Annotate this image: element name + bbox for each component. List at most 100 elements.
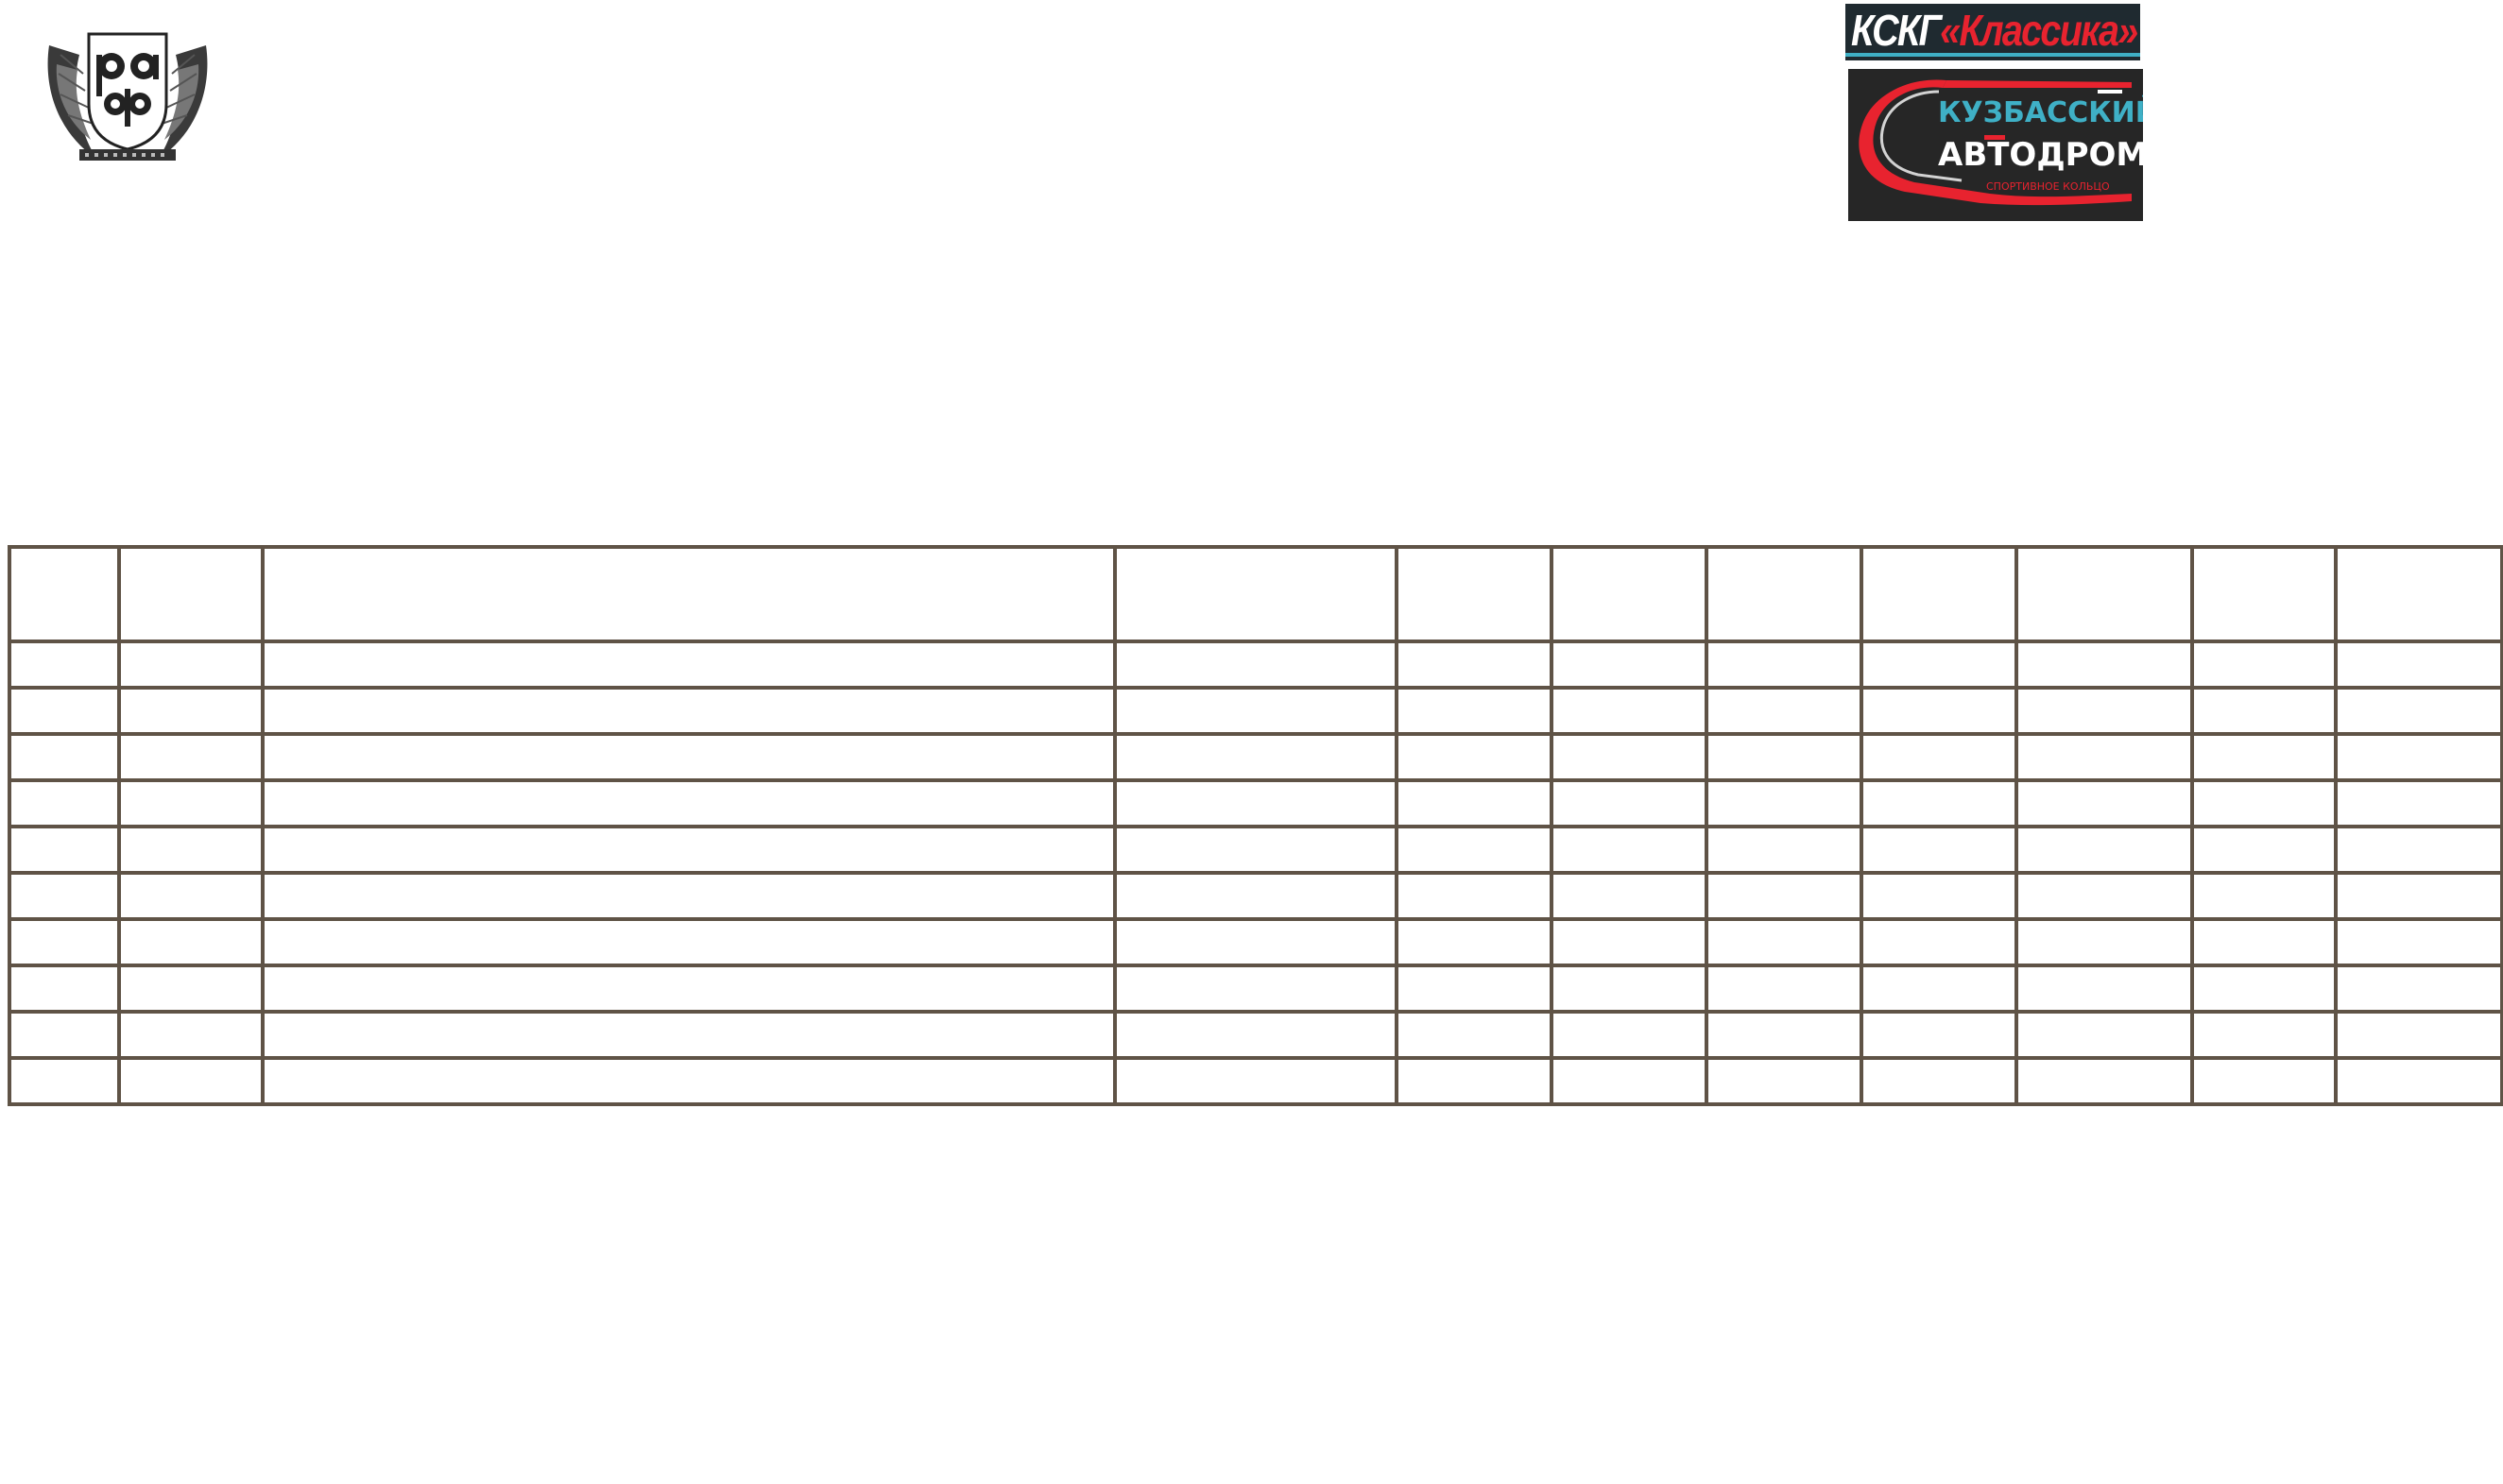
table-cell [1550,871,1708,921]
table-header-cell [2014,545,2194,643]
table-cell [2190,964,2338,1014]
table-cell [1550,778,1708,828]
table-header-cell [1705,545,1863,643]
table-cell [2190,917,2338,967]
table-cell [2190,1056,2338,1106]
table-cell [2334,825,2503,875]
table-cell [1395,964,1553,1014]
table-cell [1860,964,2018,1014]
table-cell [8,917,121,967]
table-cell [2190,732,2338,782]
table-cell [1860,871,2018,921]
table-row [8,1010,2503,1060]
kskg-name: «Классика» [1940,6,2138,55]
table-cell [261,871,1117,921]
kuzbass-avtodrom-logo: КУЗБАССКИЙ АВТОДРОМ СПОРТИВНОЕ КОЛЬЦО [1848,69,2143,221]
table-cell [117,732,265,782]
table-header-cell [2190,545,2338,643]
results-table [8,545,2503,1106]
table-row [8,640,2503,690]
table-cell [2334,917,2503,967]
table-cell [1860,686,2018,736]
table-cell [117,825,265,875]
table-cell [8,732,121,782]
table-cell [8,964,121,1014]
table-cell [8,825,121,875]
table-header-cell [1395,545,1553,643]
table-row [8,871,2503,921]
table-cell [2190,640,2338,690]
table-cell [2014,964,2194,1014]
table-cell [1395,778,1553,828]
table-cell [2190,686,2338,736]
table-body [8,545,2503,1106]
table-cell [261,778,1117,828]
raf-logo [42,17,214,168]
table-row [8,825,2503,875]
table-cell [117,1010,265,1060]
table-cell [2014,825,2194,875]
table-cell [117,640,265,690]
table-cell [2334,778,2503,828]
table-cell [1705,778,1863,828]
table-header-row [8,545,2503,643]
table-cell [1705,871,1863,921]
table-cell [1705,964,1863,1014]
table-cell [1550,825,1708,875]
table-header-cell [2334,545,2503,643]
table-cell [1860,1056,2018,1106]
table-cell [2014,1056,2194,1106]
raf-emblem-icon [47,32,208,161]
table-cell [1395,1056,1553,1106]
table-cell [8,1056,121,1106]
table-cell [261,964,1117,1014]
table-row [8,1056,2503,1106]
race-track-icon [1859,79,2132,206]
table-cell [2190,1010,2338,1060]
table-cell [2334,640,2503,690]
table-cell [1113,871,1398,921]
table-cell [2014,732,2194,782]
table-row [8,917,2503,967]
table-cell [1395,825,1553,875]
table-cell [1860,732,2018,782]
table-cell [261,1010,1117,1060]
table-cell [8,778,121,828]
table-cell [2190,825,2338,875]
table-cell [2014,871,2194,921]
table-cell [1550,686,1708,736]
table-cell [117,1056,265,1106]
table-row [8,964,2503,1014]
table-cell [1113,686,1398,736]
table-cell [1705,640,1863,690]
table-cell [1705,686,1863,736]
table-cell [261,825,1117,875]
table-cell [1550,732,1708,782]
table-cell [1550,964,1708,1014]
table-cell [1550,1010,1708,1060]
table-cell [1860,917,2018,967]
table-cell [117,964,265,1014]
table-cell [1860,778,2018,828]
table-cell [2334,732,2503,782]
table-row [8,732,2503,782]
table-cell [2014,778,2194,828]
table-row [8,778,2503,828]
table-cell [1705,1010,1863,1060]
table-cell [2014,1010,2194,1060]
table-cell [1113,917,1398,967]
table-cell [1113,640,1398,690]
table-cell [1113,732,1398,782]
table-cell [1550,1056,1708,1106]
table-row [8,686,2503,736]
table-cell [1113,964,1398,1014]
table-cell [261,917,1117,967]
table-cell [261,1056,1117,1106]
table-cell [2334,686,2503,736]
kskg-stripe [1845,53,2140,57]
table-cell [1395,871,1553,921]
table-cell [1395,917,1553,967]
table-cell [117,778,265,828]
avtodrom-line1: КУЗБАССКИЙ [1938,96,2143,129]
table-cell [117,917,265,967]
